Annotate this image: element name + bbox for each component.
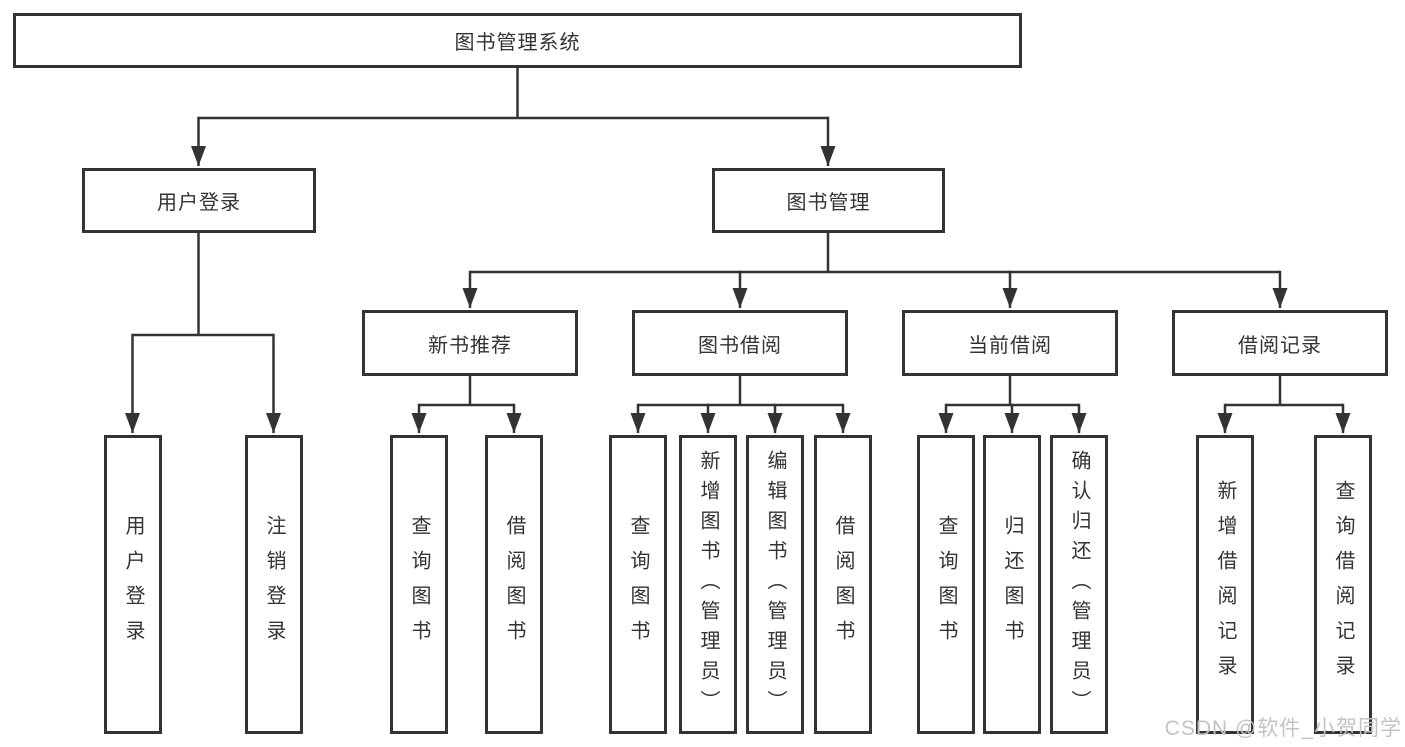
leaf-newbook-borrow-books: 借阅图书 — [485, 435, 543, 734]
leaf-confirm-return-admin-label: 确认归还（管理员） — [1068, 449, 1090, 720]
node-book-management: 图书管理 — [712, 168, 945, 233]
leaf-query-borrow-record-label: 查询借阅记录 — [1332, 479, 1354, 690]
connectors — [125, 67, 1351, 433]
node-root-label: 图书管理系统 — [454, 32, 581, 54]
node-book-borrowing-label: 图书借阅 — [698, 334, 782, 357]
leaf-user-login-label: 用户登录 — [122, 514, 144, 655]
leaf-query-borrow-record: 查询借阅记录 — [1314, 435, 1372, 734]
csdn-watermark: CSDN @软件_小贺同学 — [1164, 717, 1402, 740]
leaf-newbook-query-books: 查询图书 — [390, 435, 448, 734]
leaf-user-login: 用户登录 — [104, 435, 162, 734]
node-borrowing-records: 借阅记录 — [1172, 310, 1388, 376]
node-new-book-recommend: 新书推荐 — [362, 310, 578, 376]
node-root-system: 图书管理系统 — [13, 13, 1022, 68]
leaf-logout: 注销登录 — [245, 435, 303, 734]
leaf-return-books-label: 归还图书 — [1001, 514, 1023, 655]
leaf-borrowing-borrow-books-label: 借阅图书 — [832, 514, 854, 655]
leaf-add-borrow-record-label: 新增借阅记录 — [1214, 479, 1236, 690]
leaf-current-query-books: 查询图书 — [917, 435, 975, 734]
leaf-borrowing-borrow-books: 借阅图书 — [814, 435, 872, 734]
leaf-add-books-admin: 新增图书（管理员） — [679, 435, 737, 734]
leaf-add-books-admin-label: 新增图书（管理员） — [697, 449, 719, 720]
leaf-logout-label: 注销登录 — [263, 514, 285, 655]
leaf-borrowing-query-books-label: 查询图书 — [627, 514, 649, 655]
node-current-borrowing-label: 当前借阅 — [968, 334, 1052, 357]
leaf-add-borrow-record: 新增借阅记录 — [1196, 435, 1254, 734]
node-user-login-label: 用户登录 — [157, 192, 241, 214]
node-borrowing-records-label: 借阅记录 — [1238, 334, 1322, 357]
node-book-management-label: 图书管理 — [786, 192, 871, 214]
leaf-newbook-borrow-books-label: 借阅图书 — [503, 514, 525, 655]
node-book-borrowing: 图书借阅 — [632, 310, 848, 376]
leaf-borrowing-query-books: 查询图书 — [609, 435, 667, 734]
leaf-edit-books-admin: 编辑图书（管理员） — [746, 435, 804, 734]
node-new-book-recommend-label: 新书推荐 — [428, 334, 512, 357]
node-user-login: 用户登录 — [82, 168, 316, 233]
leaf-current-query-books-label: 查询图书 — [935, 514, 957, 655]
leaf-return-books: 归还图书 — [983, 435, 1041, 734]
node-current-borrowing: 当前借阅 — [902, 310, 1118, 376]
leaf-edit-books-admin-label: 编辑图书（管理员） — [764, 449, 786, 720]
leaf-newbook-query-books-label: 查询图书 — [408, 514, 430, 655]
leaf-confirm-return-admin: 确认归还（管理员） — [1050, 435, 1108, 734]
